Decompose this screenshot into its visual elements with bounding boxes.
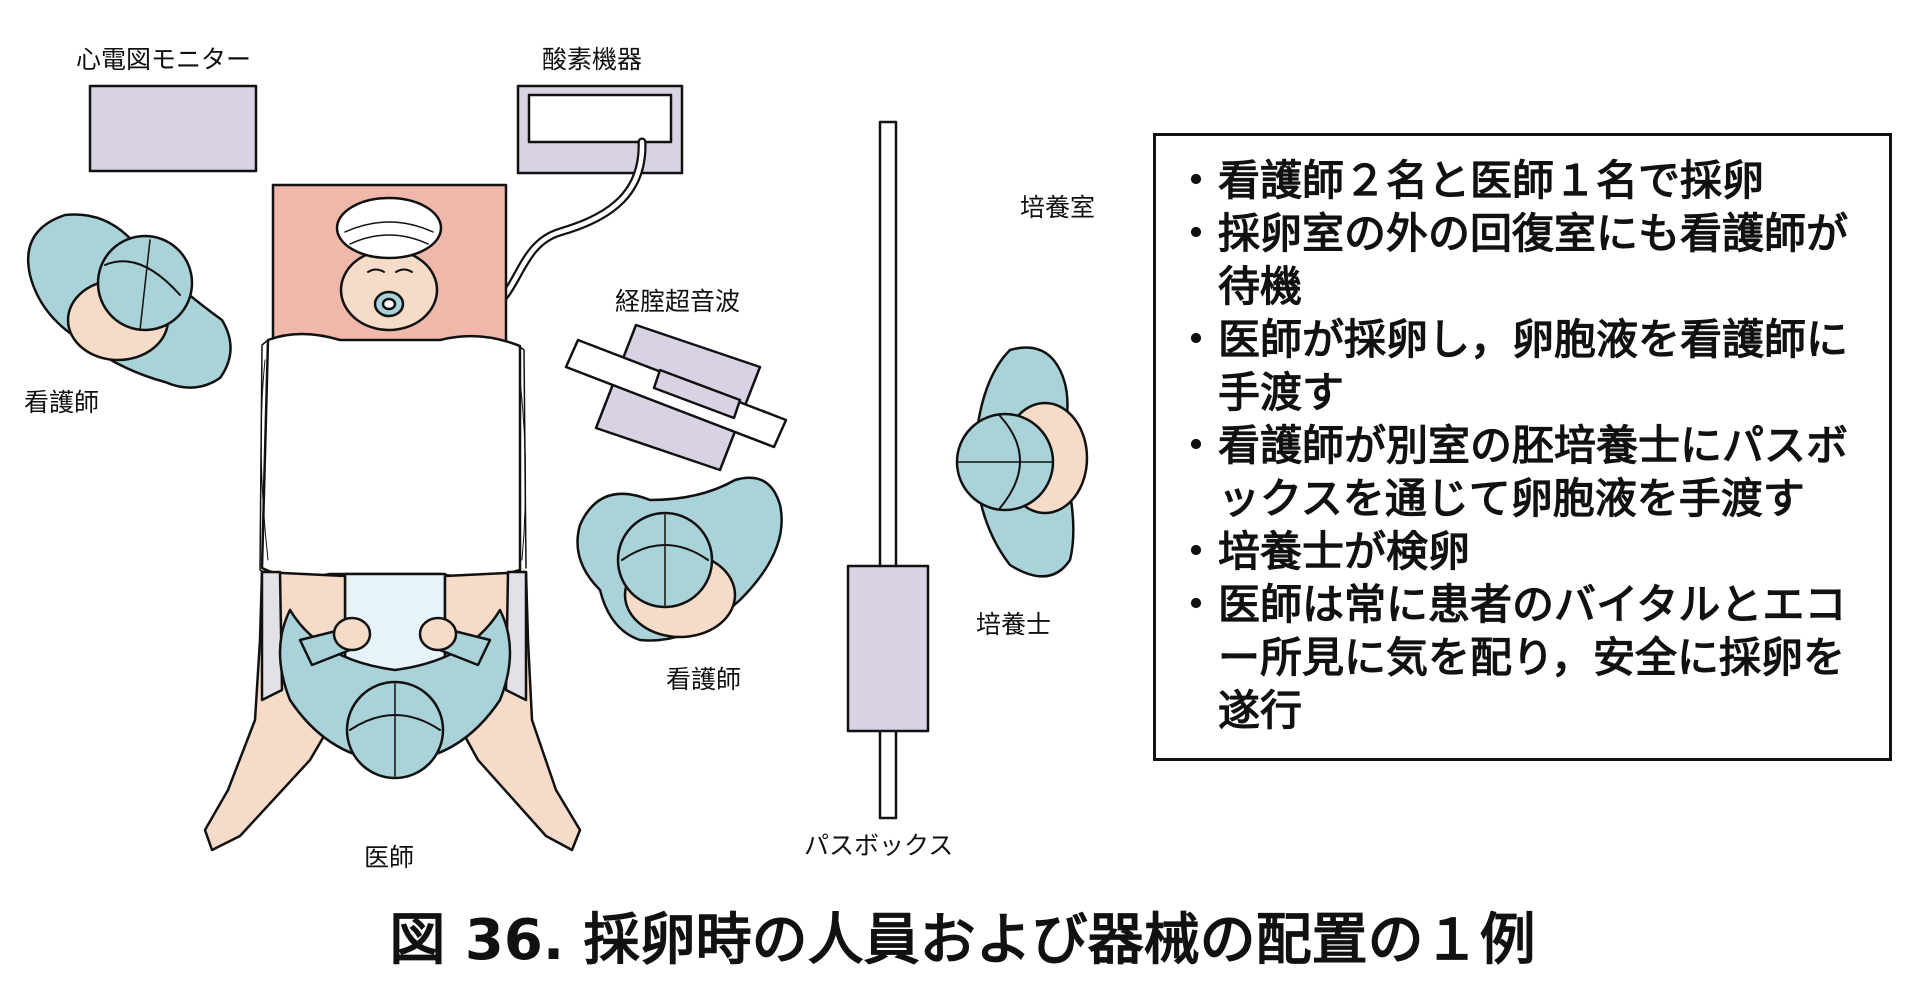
embryologist-figure xyxy=(955,346,1089,578)
pass-box-label: パスボックス xyxy=(804,831,954,860)
note-text: 看護師が別室の胚培養士にパスボックスを通じて卵胞液を手渡す xyxy=(1218,421,1849,523)
note-item: ・採卵室の外の回復室にも看護師が待機 xyxy=(1174,207,1871,313)
bullet-icon: ・ xyxy=(1174,315,1217,364)
ultrasound-device xyxy=(564,323,788,472)
ecg-monitor xyxy=(88,84,258,173)
nurse-left-label: 看護師 xyxy=(24,388,100,417)
notes-list: ・看護師２名と医師１名で採卵 ・採卵室の外の回復室にも看護師が待機 ・医師が採卵… xyxy=(1156,136,1889,737)
note-text: 採卵室の外の回復室にも看護師が待機 xyxy=(1218,209,1849,311)
note-item: ・医師が採卵し，卵胞液を看護師に手渡す xyxy=(1174,313,1871,419)
note-item: ・看護師が別室の胚培養士にパスボックスを通じて卵胞液を手渡す xyxy=(1174,419,1871,525)
figure-caption: 図 36. 採卵時の人員および器械の配置の１例 xyxy=(389,908,1536,973)
note-text: 培養士が検卵 xyxy=(1218,527,1471,576)
note-text: 看護師２名と医師１名で採卵 xyxy=(1218,156,1765,205)
bullet-icon: ・ xyxy=(1174,527,1217,576)
doctor-figure xyxy=(278,608,512,780)
nurse-right-figure xyxy=(576,476,783,642)
culture-room-label: 培養室 xyxy=(1020,193,1096,222)
ecg-monitor-label: 心電図モニター xyxy=(76,45,252,74)
doctor-label: 医師 xyxy=(364,843,415,872)
bullet-icon: ・ xyxy=(1174,209,1217,258)
note-item: ・看護師２名と医師１名で採卵 xyxy=(1174,154,1871,207)
bullet-icon: ・ xyxy=(1174,156,1217,205)
embryologist-label: 培養士 xyxy=(976,610,1052,639)
oxygen-equipment-label: 酸素機器 xyxy=(542,45,643,74)
patient-head xyxy=(335,196,443,332)
note-text: 医師が採卵し，卵胞液を看護師に手渡す xyxy=(1218,315,1849,417)
nurse-left-figure xyxy=(26,213,232,389)
note-item: ・医師は常に患者のバイタルとエコー所見に気を配り，安全に採卵を遂行 xyxy=(1174,578,1871,737)
bullet-icon: ・ xyxy=(1174,580,1217,629)
nurse-right-label: 看護師 xyxy=(666,665,742,694)
bullet-icon: ・ xyxy=(1174,421,1217,470)
pass-box xyxy=(846,564,930,733)
notes-box: ・看護師２名と医師１名で採卵 ・採卵室の外の回復室にも看護師が待機 ・医師が採卵… xyxy=(1153,133,1892,761)
ultrasound-label: 経腟超音波 xyxy=(615,287,741,316)
bed-sheet xyxy=(260,332,522,579)
note-text: 医師は常に患者のバイタルとエコー所見に気を配り，安全に採卵を遂行 xyxy=(1218,580,1847,735)
oxygen-equipment xyxy=(516,84,684,175)
note-item: ・培養士が検卵 xyxy=(1174,525,1871,578)
